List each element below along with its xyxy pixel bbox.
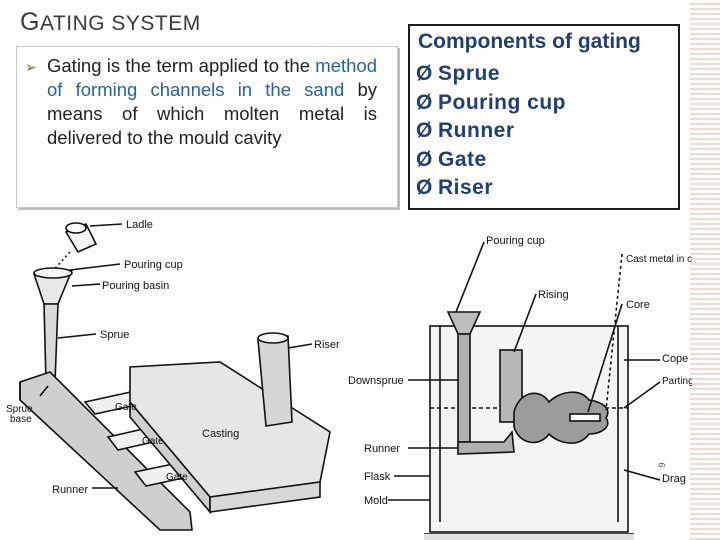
label-rising: Rising: [538, 289, 569, 301]
label-pouring-basin: Pouring basin: [102, 280, 169, 292]
arrow-icon: Ø: [416, 119, 433, 142]
label-riser: Riser: [314, 339, 340, 351]
definition-part-1: Gating is the term applied to the: [47, 55, 316, 76]
label-sprue-base-2: base: [10, 414, 32, 425]
label-cast-metal: Cast metal in cavity: [626, 254, 692, 265]
label-sprue: Sprue: [100, 329, 129, 341]
label-mold: Mold: [364, 495, 388, 507]
arrow-icon: Ø: [416, 176, 433, 199]
label-drag: Drag: [662, 473, 686, 485]
mold-section-diagram: Pouring cup Cast metal in cavity Rising …: [348, 235, 692, 540]
label-ladle: Ladle: [126, 219, 153, 231]
arrow-icon: Ø: [416, 90, 433, 114]
gating-system-diagram: Ladle Pouring cup Pouring basin Sprue Ri…: [6, 219, 340, 531]
label-runner: Runner: [52, 484, 88, 496]
label-core: Core: [626, 299, 650, 311]
label-runner-section: Runner: [364, 443, 400, 455]
page-title: GATING SYSTEM: [20, 8, 201, 36]
label-downsprue: Downsprue: [348, 375, 404, 387]
label-pouring-cup-section: Pouring cup: [486, 235, 545, 247]
label-casting: Casting: [202, 428, 239, 440]
label-pouring-cup: Pouring cup: [124, 259, 183, 271]
arrow-icon: Ø: [416, 62, 433, 85]
label-gate-3: Gate: [166, 472, 188, 483]
definition-highlight: method of forming channels in the sand: [47, 55, 377, 100]
label-gate-1: Gate: [115, 402, 137, 413]
label-sprue-base: Sprue: [6, 404, 33, 415]
components-title: Components of gating: [418, 30, 641, 53]
arrow-icon: Ø: [416, 147, 433, 171]
decorative-stripe: [690, 0, 720, 540]
definition-part-3: by means of which molten metal is delive…: [47, 79, 377, 148]
definition-box: ➢ Gating is the term applied to the meth…: [16, 46, 398, 208]
bullet-arrow-icon: ➢: [25, 59, 37, 75]
definition-text: Gating is the term applied to the method…: [47, 54, 377, 150]
label-flask: Flask: [364, 471, 391, 483]
page-number: 6: [656, 462, 667, 468]
label-parting-line: Parting line: [662, 376, 692, 387]
label-gate-2: Gate: [142, 436, 164, 447]
label-cope: Cope: [662, 353, 688, 365]
